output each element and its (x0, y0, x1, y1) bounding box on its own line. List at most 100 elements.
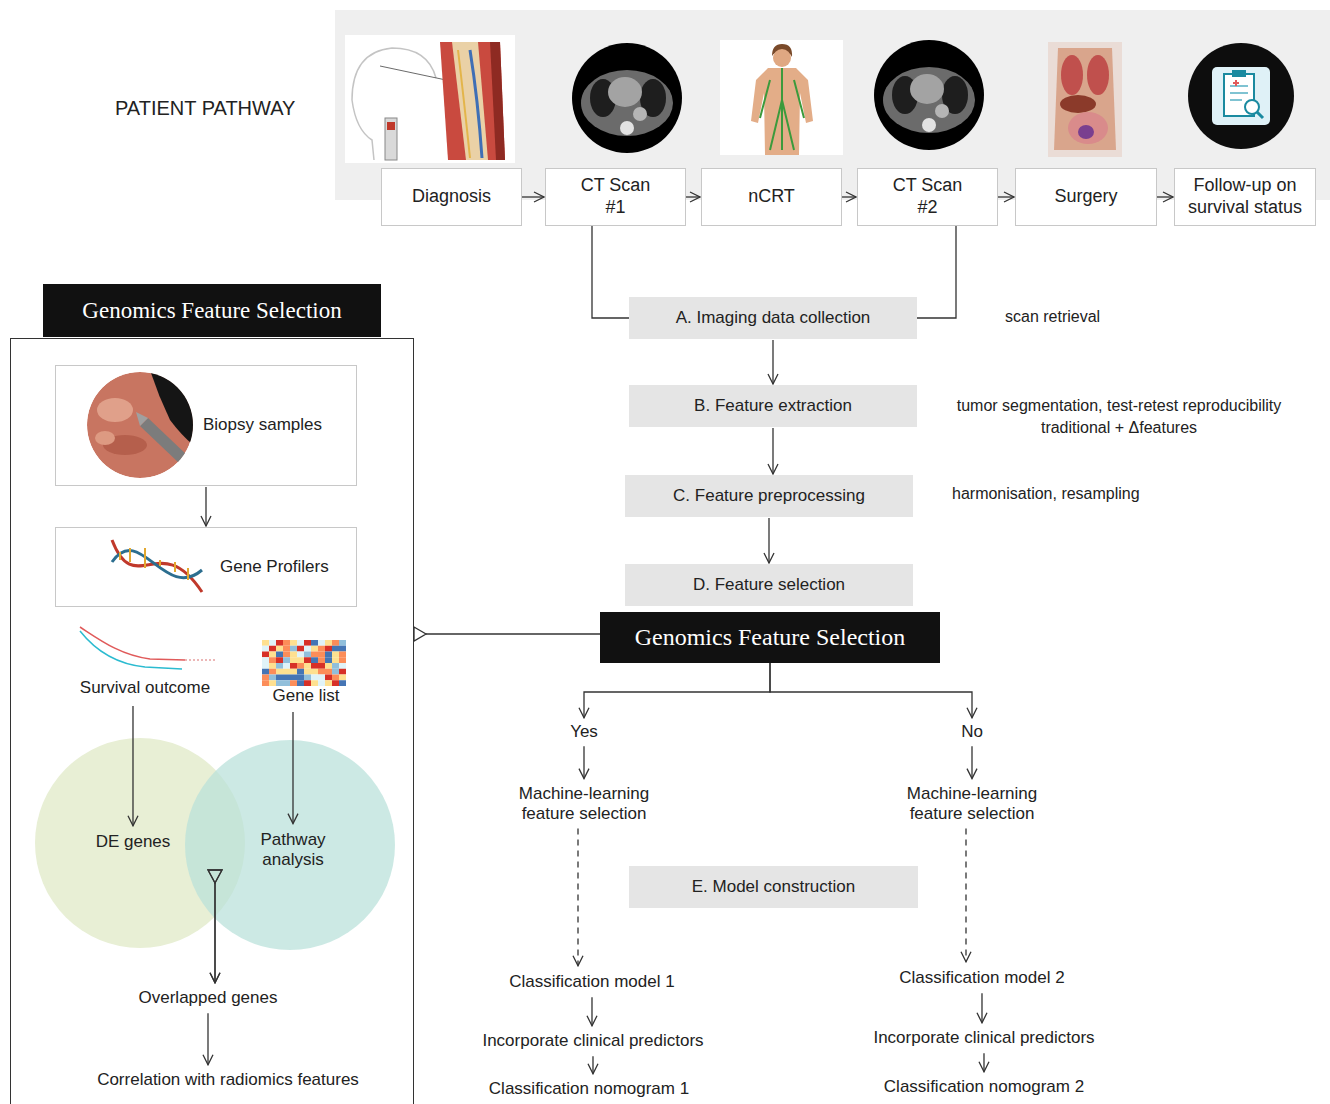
shape-path (120, 548, 188, 580)
connector-line (577, 828, 578, 965)
node-text: Biopsy samples (203, 415, 322, 435)
annotation-label: scan retrieval (1005, 307, 1100, 326)
connector-line (583, 746, 584, 778)
heatmap-cell (290, 640, 297, 646)
connector-line (214, 883, 215, 983)
connector-line (842, 196, 856, 197)
endoscopy-illustration (345, 35, 515, 163)
heatmap-cell (325, 657, 332, 663)
shape-path (1054, 48, 1116, 150)
connector (842, 197, 856, 198)
connector (769, 518, 770, 563)
connector-line (998, 196, 1014, 197)
text-node: Classification model 1 (505, 970, 678, 994)
connector (770, 663, 972, 779)
stage-box: B. Feature extraction (629, 385, 917, 427)
connector (414, 627, 600, 641)
node-text: Genomics Feature Selection (635, 623, 906, 652)
shape-circle (633, 107, 647, 121)
heatmap-cell (297, 652, 304, 658)
node-text: C. Feature preprocessing (673, 486, 865, 506)
gene-list-node: Gene list (250, 638, 362, 708)
heatmap-cell (304, 652, 311, 658)
biopsy-image (87, 370, 200, 478)
connector (592, 1056, 593, 1074)
heatmap-cell (269, 675, 276, 681)
heatmap-cell (332, 663, 339, 669)
node-text: Classification nomogram 1 (489, 1079, 689, 1099)
heatmap-cell (283, 669, 290, 675)
text-node: Classification nomogram 1 (485, 1077, 693, 1101)
connector (208, 870, 222, 983)
pathway-step: Surgery (1015, 168, 1157, 226)
heatmap-cell (290, 675, 297, 681)
heatmap-cell (262, 640, 269, 646)
edge-label: Yes (567, 722, 601, 742)
pathway-step: Follow-up on survival status (1174, 168, 1316, 226)
heatmap-cell (311, 657, 318, 663)
node-text: Incorporate clinical predictors (873, 1028, 1094, 1048)
heatmap-cell (325, 640, 332, 646)
heatmap-cell (283, 657, 290, 663)
heatmap-cell (276, 657, 283, 663)
node-text: E. Model construction (692, 877, 855, 897)
heatmap-cell (283, 675, 290, 681)
shape-rect (1212, 67, 1270, 125)
heatmap-cell (297, 640, 304, 646)
text-node: Machine-learning feature selection (505, 782, 663, 827)
pathway-step: nCRT (701, 168, 842, 226)
node-text: B. Feature extraction (694, 396, 852, 416)
heatmap-cell (262, 675, 269, 681)
connector-line (214, 883, 215, 983)
lymphatic-figure (720, 40, 843, 155)
connector-line (208, 870, 222, 883)
connector (686, 197, 700, 198)
node-text: Diagnosis (412, 186, 491, 208)
heatmap-cell (332, 646, 339, 652)
connector (917, 226, 956, 318)
pathway-step: Diagnosis (381, 168, 522, 226)
heatmap-cell (339, 675, 346, 681)
heatmap-cell (339, 669, 346, 675)
annotation-label: harmonisation, resampling (952, 484, 1140, 503)
shape-rect (345, 35, 515, 163)
ct-scan-image (874, 40, 984, 150)
heatmap-cell (332, 680, 339, 686)
shape-path (470, 50, 482, 158)
heatmap-cell (276, 646, 283, 652)
connector (773, 428, 774, 474)
node-text: nCRT (748, 186, 795, 208)
heatmap-cell (318, 680, 325, 686)
node-text: DE genes (96, 832, 171, 852)
shape-rect (385, 118, 397, 160)
heatmap-cell (269, 669, 276, 675)
connector (208, 870, 222, 983)
shape-path (140, 418, 188, 464)
heatmap-cell (290, 652, 297, 658)
heatmap-cell (269, 646, 276, 652)
heatmap-cell (262, 652, 269, 658)
shape-rect (1048, 42, 1122, 157)
connector-line (917, 226, 956, 318)
heatmap-cell (311, 652, 318, 658)
circle-shape (35, 738, 245, 948)
heatmap-cell (339, 657, 346, 663)
heatmap-cell (311, 646, 318, 652)
shape-ellipse (97, 398, 133, 422)
shape-circle (773, 49, 791, 67)
heatmap-cell (290, 646, 297, 652)
heatmap-cell (318, 663, 325, 669)
venn-circle: Pathway analysis (185, 740, 395, 950)
heatmap-cell (325, 663, 332, 669)
shape-ellipse (883, 67, 975, 133)
shape-path (112, 540, 202, 592)
connector-line (772, 428, 773, 474)
heatmap-cell (297, 680, 304, 686)
pathway-step: CT Scan #1 (545, 168, 686, 226)
text-node: Machine-learning feature selection (893, 782, 1051, 827)
connector-line (292, 712, 293, 824)
heatmap-cell (269, 652, 276, 658)
text-node: Incorporate clinical predictors (478, 1029, 707, 1053)
heatmap-cell (276, 680, 283, 686)
annotation-label: PATIENT PATHWAY (115, 96, 295, 120)
